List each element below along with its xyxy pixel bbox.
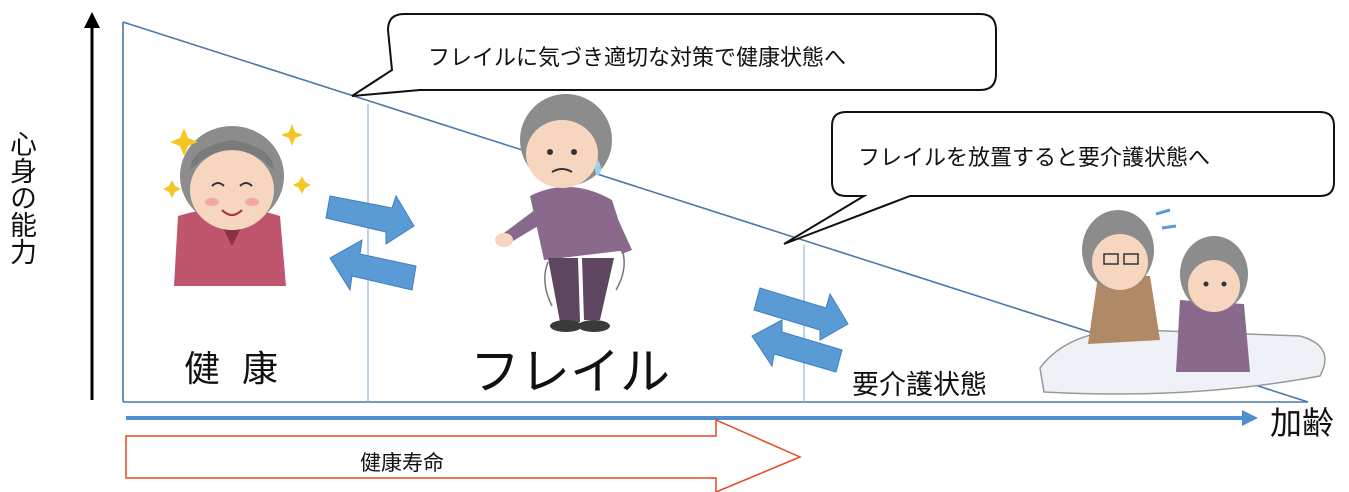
- y-axis-label: 心身の能力: [5, 130, 36, 265]
- arrow-frail-to-health: [329, 239, 417, 292]
- callout-improve-bubble: [351, 13, 997, 97]
- x-axis-label: 加齢: [1270, 404, 1335, 442]
- healthy-lifespan-arrow: [125, 418, 802, 492]
- transition-arrows[interactable]: [325, 194, 849, 373]
- arrow-care-to-frail: [751, 319, 843, 373]
- stage-label-care: 要介護状態: [852, 370, 987, 401]
- frail-woman-illustration: [495, 94, 632, 332]
- aging-arrow: [126, 410, 1258, 426]
- stage-label-health: 健康: [184, 349, 301, 390]
- arrow-health-to-frail: [325, 194, 415, 245]
- callout-improve-text: フレイルに気づき適切な対策で健康状態へ: [428, 46, 847, 71]
- healthy-lifespan-label: 健康寿命: [360, 451, 444, 475]
- stage-label-frailty: フレイル: [470, 343, 670, 401]
- care-couple-illustration: [1039, 208, 1326, 395]
- y-axis-arrow: [84, 12, 100, 400]
- arrow-frail-to-care: [753, 287, 849, 341]
- healthy-woman-illustration: [163, 124, 311, 286]
- callout-neglect-bubble: [783, 111, 1335, 245]
- callout-neglect-text: フレイルを放置すると要介護状態へ: [858, 146, 1211, 171]
